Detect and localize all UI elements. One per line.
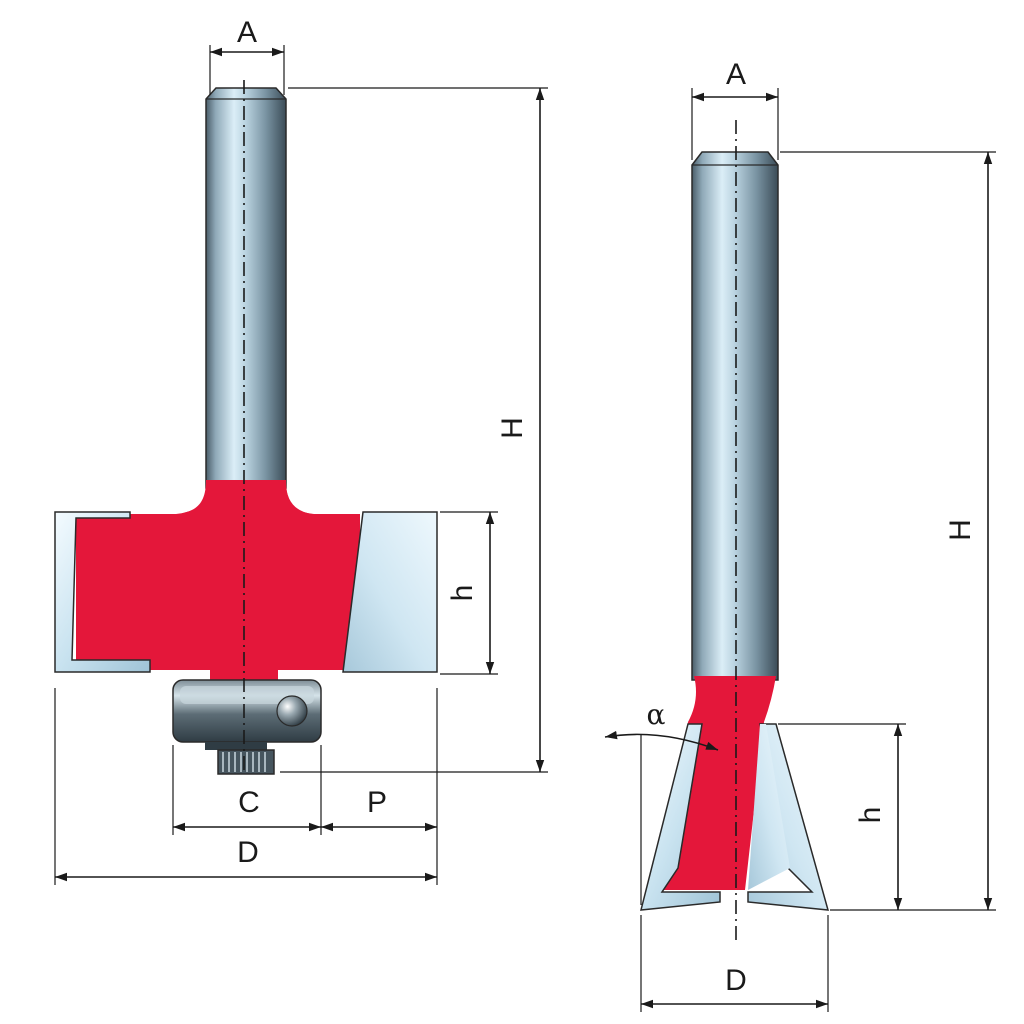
left-dimensions: A H h C P D xyxy=(54,16,548,885)
left-shank xyxy=(205,87,287,489)
right-dim-h-label: H xyxy=(944,519,977,541)
bearing xyxy=(172,679,322,743)
left-dim-a-label: A xyxy=(237,16,257,49)
right-shank xyxy=(691,151,779,681)
right-dim-d-label: D xyxy=(725,964,747,997)
angle-alpha-label: α xyxy=(647,698,666,731)
bearing-ball xyxy=(276,695,308,727)
bearing-screw xyxy=(205,742,275,775)
left-router-bit xyxy=(54,80,438,775)
right-blade xyxy=(342,511,438,673)
left-blade xyxy=(54,511,151,673)
left-dim-c-label: C xyxy=(238,786,260,819)
left-lower-neck xyxy=(210,660,278,680)
left-dim-small-h-label: h xyxy=(446,585,479,602)
left-dim-d-label: D xyxy=(237,836,259,869)
right-dim-a-label: A xyxy=(726,58,746,91)
right-dimensions: A H h D α xyxy=(604,58,996,1012)
left-cutter-body xyxy=(76,480,360,670)
left-dim-p-label: P xyxy=(367,786,387,819)
right-router-bit xyxy=(640,120,830,945)
left-dim-h-label: H xyxy=(496,417,529,439)
angle-alpha-arc xyxy=(604,730,719,751)
right-dim-small-h-label: h xyxy=(854,807,887,824)
